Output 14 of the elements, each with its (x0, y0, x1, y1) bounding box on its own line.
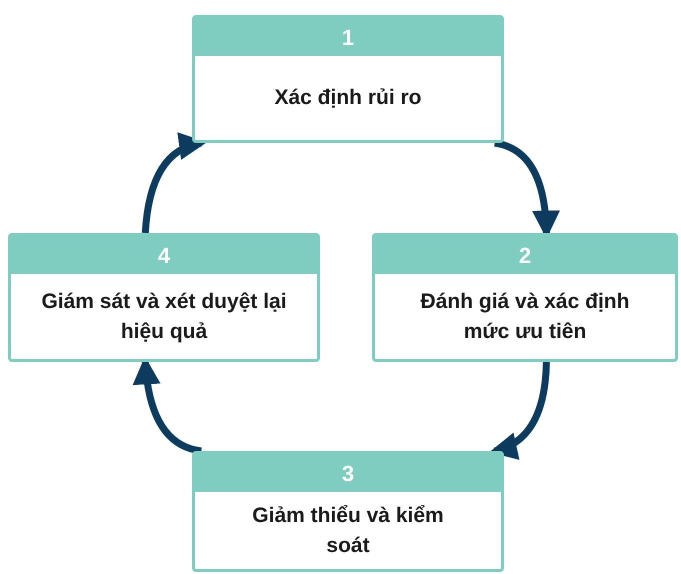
curved-arrow (489, 362, 550, 458)
step-label: Xác định rủi ro (274, 85, 422, 111)
step-card (372, 233, 678, 362)
step-number: 1 (342, 24, 354, 52)
step-card (192, 15, 504, 143)
step-card (8, 233, 320, 362)
step-number: 4 (158, 242, 170, 270)
step-card (192, 451, 504, 572)
step-label: Đánh giá và xác định mức ưu tiên (420, 288, 630, 344)
curved-arrow (142, 134, 207, 234)
step-number: 2 (518, 242, 532, 270)
step-label: Giảm thiểu và kiểm soát (251, 502, 445, 558)
step-number: 3 (342, 460, 354, 488)
step-label: Giám sát và xét duyệt lại hiệu quả (40, 288, 288, 344)
